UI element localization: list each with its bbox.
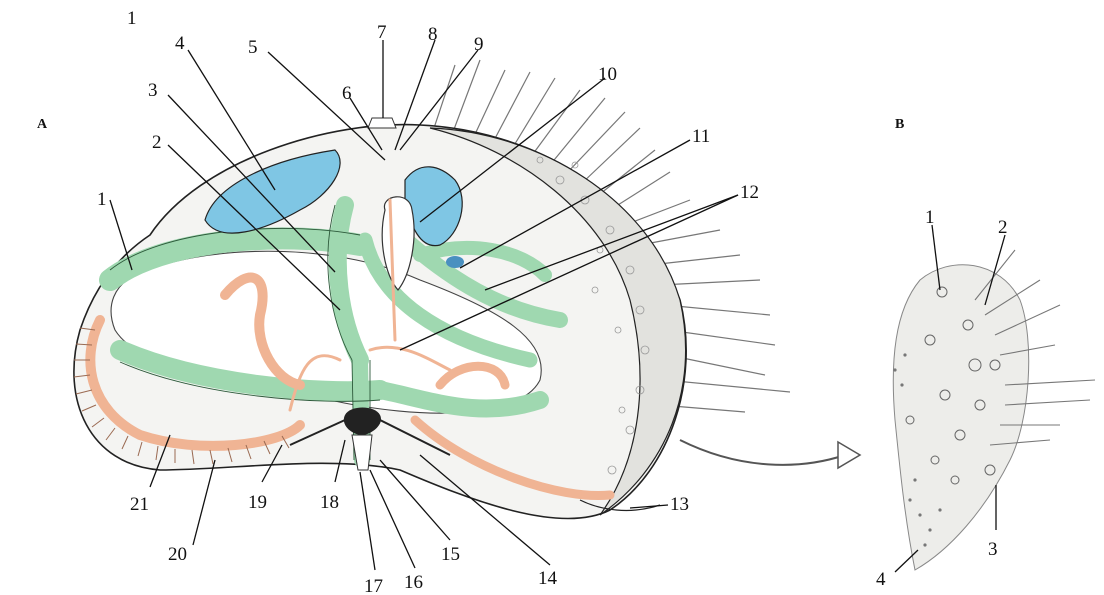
blue-dot — [446, 256, 464, 268]
label-a-19: 19 — [248, 492, 267, 513]
panel-a-label: A — [37, 117, 48, 132]
label-a-7: 7 — [377, 22, 387, 43]
label-a-4: 4 — [175, 33, 185, 54]
label-a-12: 12 — [740, 182, 759, 203]
label-b-2: 2 — [998, 217, 1008, 238]
label-a-6: 6 — [342, 83, 352, 104]
label-a-20: 20 — [168, 544, 187, 565]
label-a-1: 1 — [97, 189, 107, 210]
apical-bulb — [368, 118, 396, 128]
label-a-14: 14 — [538, 568, 558, 589]
panel-a-illustration — [74, 60, 790, 519]
label-a-13: 13 — [670, 494, 689, 515]
label-a-8: 8 — [428, 24, 438, 45]
label-b-1: 1 — [925, 207, 935, 228]
panel-b-label: B — [895, 117, 904, 132]
label-a-17: 17 — [364, 576, 383, 595]
label-b-3: 3 — [988, 539, 998, 560]
stray-label-1: 1 — [127, 8, 137, 29]
label-a-18: 18 — [320, 492, 339, 513]
label-a-9: 9 — [474, 34, 484, 55]
magnify-arrow — [680, 440, 845, 465]
label-a-2: 2 — [152, 132, 162, 153]
label-a-11: 11 — [692, 126, 710, 147]
label-b-4: 4 — [876, 569, 886, 590]
label-a-5: 5 — [248, 37, 258, 58]
panel-b-illustration — [893, 250, 1095, 570]
label-a-3: 3 — [148, 80, 158, 101]
arrow-head — [838, 442, 860, 468]
label-a-16: 16 — [404, 572, 423, 593]
label-a-10: 10 — [598, 64, 617, 85]
label-a-15: 15 — [441, 544, 460, 565]
label-a-21: 21 — [130, 494, 149, 515]
